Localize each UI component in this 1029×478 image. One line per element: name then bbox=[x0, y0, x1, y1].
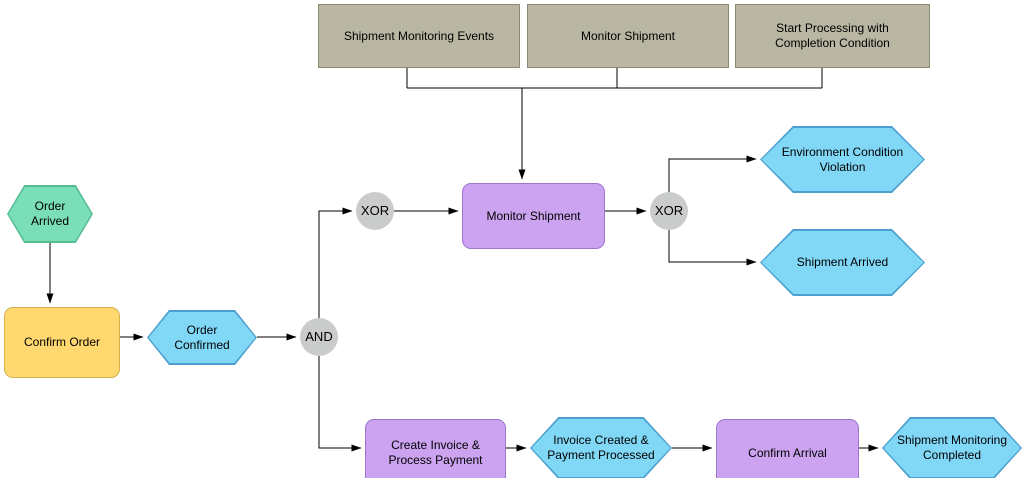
task-confirm-arrival[interactable]: Confirm Arrival bbox=[716, 419, 859, 478]
event-label: Order Arrived bbox=[30, 199, 69, 228]
hexagon-fill: Environment Condition Violation bbox=[761, 127, 924, 192]
task-label: Create Invoice & Process Payment bbox=[388, 438, 483, 467]
task-label: Monitor Shipment bbox=[486, 208, 581, 223]
event-invoice-created-payment-processed[interactable]: Invoice Created & Payment Processed bbox=[530, 417, 672, 478]
gateway-label: XOR bbox=[654, 202, 684, 218]
gateway-label: AND bbox=[305, 328, 333, 344]
hexagon-fill: Invoice Created & Payment Processed bbox=[531, 418, 671, 478]
gateway-label: XOR bbox=[360, 202, 390, 218]
task-confirm-order[interactable]: Confirm Order bbox=[4, 307, 120, 378]
event-label: Invoice Created & Payment Processed bbox=[547, 433, 655, 462]
event-order-confirmed[interactable]: Order Confirmed bbox=[147, 310, 257, 365]
event-label: Shipment Arrived bbox=[796, 255, 889, 269]
reference-label: Monitor Shipment bbox=[580, 28, 676, 43]
event-label: Order Confirmed bbox=[174, 322, 230, 352]
reference-box-start-processing[interactable]: Start Processing with Completion Conditi… bbox=[735, 4, 930, 68]
event-label: Environment Condition Violation bbox=[781, 144, 904, 174]
task-monitor-shipment[interactable]: Monitor Shipment bbox=[462, 183, 605, 249]
event-shipment-monitoring-completed[interactable]: Shipment Monitoring Completed bbox=[882, 417, 1022, 478]
gateway-xor-split[interactable]: XOR bbox=[650, 192, 688, 230]
edge-and-to-xor-upper bbox=[318, 207, 353, 318]
reference-label: Shipment Monitoring Events bbox=[343, 28, 495, 43]
hexagon-fill: Order Arrived bbox=[8, 186, 92, 242]
hexagon-fill: Order Confirmed bbox=[148, 311, 256, 364]
gateway-and[interactable]: AND bbox=[300, 318, 338, 356]
hexagon-fill: Shipment Arrived bbox=[761, 230, 924, 295]
task-create-invoice-process-payment[interactable]: Create Invoice & Process Payment bbox=[365, 419, 506, 478]
reference-box-monitor-shipment[interactable]: Monitor Shipment bbox=[527, 4, 729, 68]
event-environment-condition-violation[interactable]: Environment Condition Violation bbox=[760, 126, 925, 193]
edge-xor-to-environment-violation bbox=[668, 155, 757, 192]
reference-label: Start Processing with Completion Conditi… bbox=[775, 21, 890, 50]
edge-and-to-create-invoice bbox=[318, 356, 362, 452]
edge-xor-to-shipment-arrived bbox=[668, 230, 757, 266]
task-label: Confirm Order bbox=[23, 335, 100, 349]
gateway-xor-upper[interactable]: XOR bbox=[356, 192, 394, 230]
event-label: Shipment Monitoring Completed bbox=[896, 433, 1008, 462]
task-label: Confirm Arrival bbox=[748, 445, 827, 460]
hexagon-fill: Shipment Monitoring Completed bbox=[883, 418, 1021, 478]
event-order-arrived[interactable]: Order Arrived bbox=[7, 185, 93, 243]
event-shipment-arrived[interactable]: Shipment Arrived bbox=[760, 229, 925, 296]
reference-box-shipment-monitoring-events[interactable]: Shipment Monitoring Events bbox=[318, 4, 520, 68]
